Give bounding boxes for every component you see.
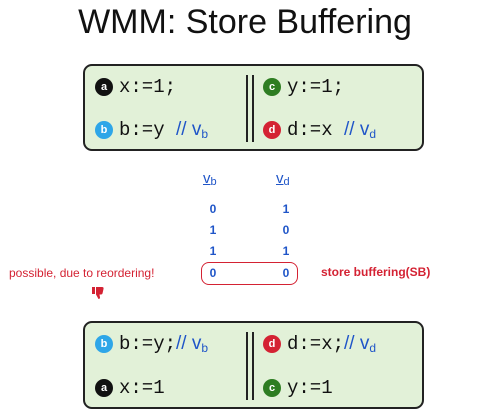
code-text: d:=x; bbox=[287, 333, 345, 355]
thread1-stmt-a: a x:=1; bbox=[95, 76, 176, 98]
code-text: x:=1 bbox=[119, 377, 165, 399]
thumbs-down-icon bbox=[92, 287, 104, 299]
label-d-badge: d bbox=[263, 121, 281, 139]
highlighted-row-outline bbox=[201, 262, 298, 285]
label-d-badge: d bbox=[263, 335, 281, 353]
thread2-stmt-d: d d:=x; // vd bbox=[263, 333, 376, 355]
table-cell: 0 bbox=[209, 266, 217, 280]
label-a-badge: a bbox=[95, 78, 113, 96]
table-header-vd: vd bbox=[276, 170, 290, 188]
table-cell: 0 bbox=[209, 202, 217, 216]
parallel-bar-right bbox=[252, 75, 254, 142]
code-text: y:=1; bbox=[287, 76, 345, 98]
comment-text: // vb bbox=[176, 333, 209, 355]
thread1-stmt-b: b b:=y // vb bbox=[95, 119, 208, 141]
label-c-badge: c bbox=[263, 379, 281, 397]
thread1-stmt-b: b b:=y; // vb bbox=[95, 333, 208, 355]
code-text: y:=1 bbox=[287, 377, 333, 399]
code-text: d:=x bbox=[287, 119, 345, 141]
table-cell: 0 bbox=[282, 266, 290, 280]
label-c-badge: c bbox=[263, 78, 281, 96]
table-cell: 1 bbox=[209, 244, 217, 258]
program-box-reordered: b b:=y; // vb a x:=1 d d:=x; // vd c y:=… bbox=[83, 321, 424, 409]
parallel-bar-left bbox=[246, 332, 248, 400]
parallel-bar-left bbox=[246, 75, 248, 142]
code-text: b:=y; bbox=[119, 333, 177, 355]
label-a-badge: a bbox=[95, 379, 113, 397]
slide-title: WMM: Store Buffering bbox=[78, 3, 412, 41]
table-cell: 0 bbox=[282, 223, 290, 237]
thread2-stmt-c: c y:=1 bbox=[263, 377, 333, 399]
thread2-stmt-c: c y:=1; bbox=[263, 76, 344, 98]
thread1-stmt-a: a x:=1 bbox=[95, 377, 165, 399]
thread2-stmt-d: d d:=x // vd bbox=[263, 119, 376, 141]
comment-text: // vd bbox=[344, 119, 377, 141]
label-b-badge: b bbox=[95, 335, 113, 353]
table-cell: 1 bbox=[282, 244, 290, 258]
table-cell: 1 bbox=[209, 223, 217, 237]
code-text: b:=y bbox=[119, 119, 177, 141]
comment-text: // vb bbox=[176, 119, 209, 141]
store-buffering-label: store buffering(SB) bbox=[321, 265, 431, 279]
comment-text: // vd bbox=[344, 333, 377, 355]
code-text: x:=1; bbox=[119, 76, 177, 98]
table-header-vb: vb bbox=[203, 170, 217, 188]
reordering-note: possible, due to reordering! bbox=[9, 266, 155, 280]
label-b-badge: b bbox=[95, 121, 113, 139]
program-box-original: a x:=1; b b:=y // vb c y:=1; d d:=x // v… bbox=[83, 64, 424, 151]
table-cell: 1 bbox=[282, 202, 290, 216]
parallel-bar-right bbox=[252, 332, 254, 400]
